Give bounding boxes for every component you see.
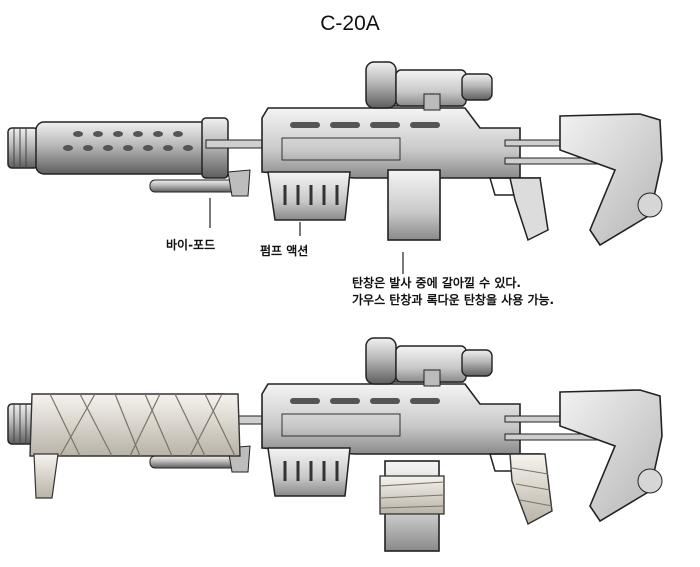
bipod-label: 바이-포드	[166, 238, 216, 252]
magazine-note: 탄창은 발사 중에 갈아낄 수 있다. 가우스 탄창과 록다운 탄창을 사용 가…	[352, 275, 554, 309]
magazine	[387, 169, 441, 241]
page-title: C-20A	[320, 12, 380, 35]
bandage-tail	[33, 453, 59, 499]
rifle-drawing-bottom	[6, 336, 664, 552]
pump-action-label: 펌프 액션	[260, 244, 309, 258]
rifle-drawing-top	[6, 60, 664, 274]
magazine-note-line-1: 탄창은 발사 중에 갈아낄 수 있다.	[352, 276, 521, 290]
magazine-note-line-2: 가우스 탄창과 록다운 탄창을 사용 가능.	[352, 293, 555, 307]
